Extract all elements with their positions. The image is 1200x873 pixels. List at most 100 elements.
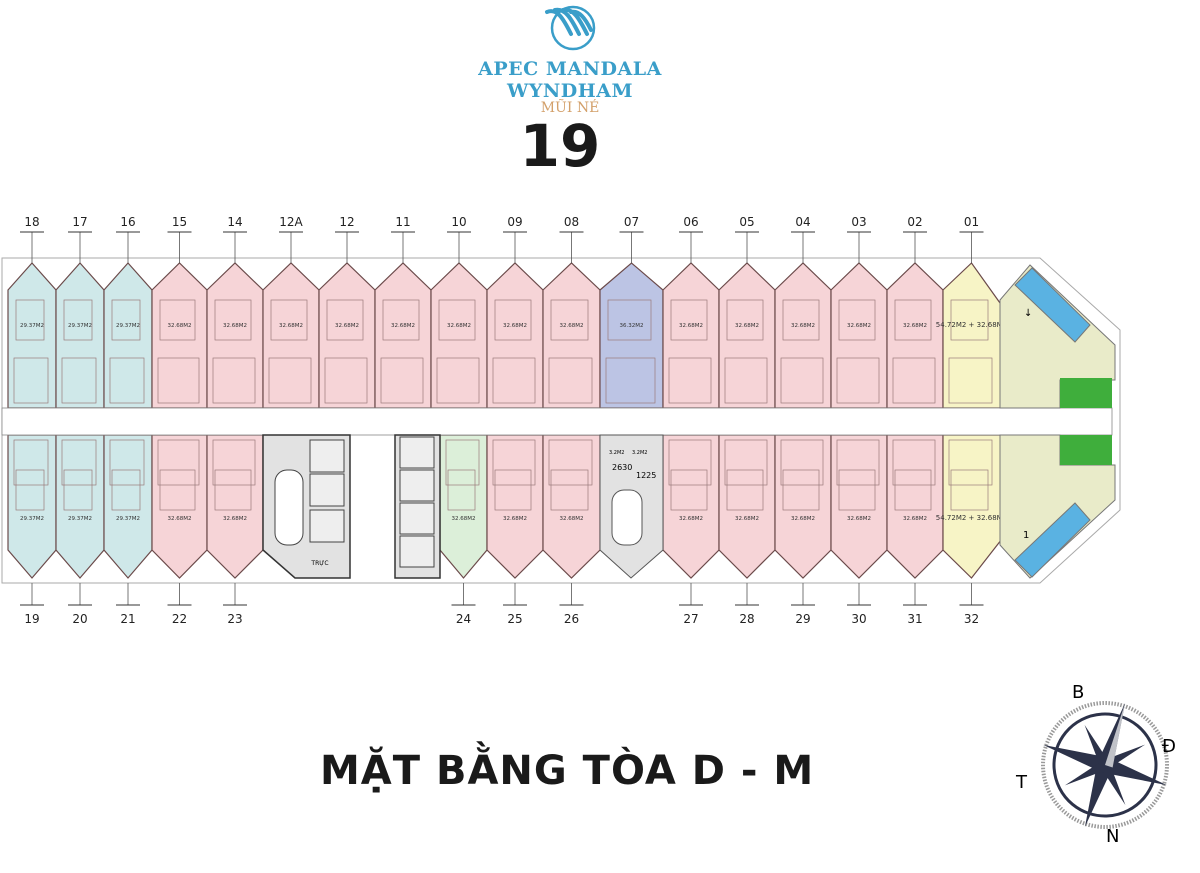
unit-area-label: 29.37M2 <box>20 516 44 522</box>
brand-name: APEC MANDALA WYNDHAM <box>478 58 662 102</box>
terrace-top <box>999 264 1116 409</box>
unit-16[interactable]: 29.37M2 16 <box>103 215 153 409</box>
unit-fill <box>942 262 1006 409</box>
suite-mark-top: ↓ <box>1024 308 1032 319</box>
unit-number: 25 <box>507 612 522 626</box>
bathroom-outline <box>780 357 824 404</box>
unit-fill <box>103 434 153 579</box>
unit-area-label: 29.37M2 <box>116 323 140 329</box>
logo: APEC MANDALA WYNDHAM MŨI NÉ <box>420 4 720 116</box>
unit-number: 32 <box>964 612 979 626</box>
unit-area-label: 32.68M2 <box>560 323 584 329</box>
pool-top <box>1014 267 1091 343</box>
bed-outline <box>159 469 196 511</box>
bed-outline <box>838 469 876 511</box>
unit-fill <box>206 262 264 409</box>
bed-outline <box>15 469 45 511</box>
unit-fill <box>151 262 208 409</box>
bed-outline <box>111 299 141 341</box>
bed-outline <box>670 469 708 511</box>
bathroom-outline <box>492 357 536 404</box>
unit-fill <box>886 262 944 409</box>
bed-outline <box>894 469 932 511</box>
unit-fill <box>486 434 544 579</box>
bathroom-outline <box>445 439 480 486</box>
bathroom-outline <box>61 439 97 486</box>
brand-subtitle: MŨI NÉ <box>540 100 600 116</box>
unit-fill <box>55 434 105 579</box>
unit-area-label: 32.68M2 <box>223 516 247 522</box>
unit-number: 16 <box>120 215 135 229</box>
unit-area-label: 54.72M2 + 32.68M2 <box>936 514 1007 522</box>
elevator-core <box>394 434 441 579</box>
bed-outline <box>782 469 820 511</box>
bed-outline <box>159 299 196 341</box>
unit-number: 26 <box>564 612 579 626</box>
compass-east-label: Đ <box>1162 736 1176 757</box>
bathroom-outline <box>892 357 936 404</box>
bed-outline <box>550 299 589 341</box>
elevator-shaft <box>309 473 345 507</box>
unit-fill <box>103 262 153 409</box>
elevator-shaft <box>399 535 435 568</box>
suite-mark-bottom: 1 <box>1023 530 1029 541</box>
bathroom-outline <box>892 439 936 486</box>
bathroom-outline <box>948 439 993 486</box>
unit-area-label: 32.68M2 <box>847 516 871 522</box>
unit-area-label: 32.68M2 <box>847 323 871 329</box>
bathroom-outline <box>492 439 536 486</box>
core-shaft-a_area: 3.2M2 <box>609 450 624 456</box>
unit-number: 04 <box>795 215 810 229</box>
unit-number: 29 <box>795 612 810 626</box>
bathroom-outline <box>780 439 824 486</box>
unit-number: 07 <box>624 215 639 229</box>
unit-number: 12A <box>279 215 303 229</box>
bathroom-outline <box>724 439 768 486</box>
unit-number: 10 <box>451 215 466 229</box>
bathroom-outline <box>212 357 256 404</box>
bathroom-outline <box>724 357 768 404</box>
unit-area-label: 32.68M2 <box>391 323 415 329</box>
unit-area-label: 32.68M2 <box>335 323 359 329</box>
bed-outline <box>270 299 308 341</box>
unit-area-label: 32.68M2 <box>168 516 192 522</box>
unit-fill <box>886 434 944 579</box>
bathroom-outline <box>380 357 424 404</box>
bathroom-outline <box>61 357 97 404</box>
core-shaft-b_area: 3.2M2 <box>632 450 647 456</box>
unit-32[interactable]: 54.72M2 + 32.68M2 32 <box>936 434 1007 626</box>
unit-number: 31 <box>907 612 922 626</box>
bed-outline <box>326 299 364 341</box>
unit-fill <box>599 262 664 409</box>
